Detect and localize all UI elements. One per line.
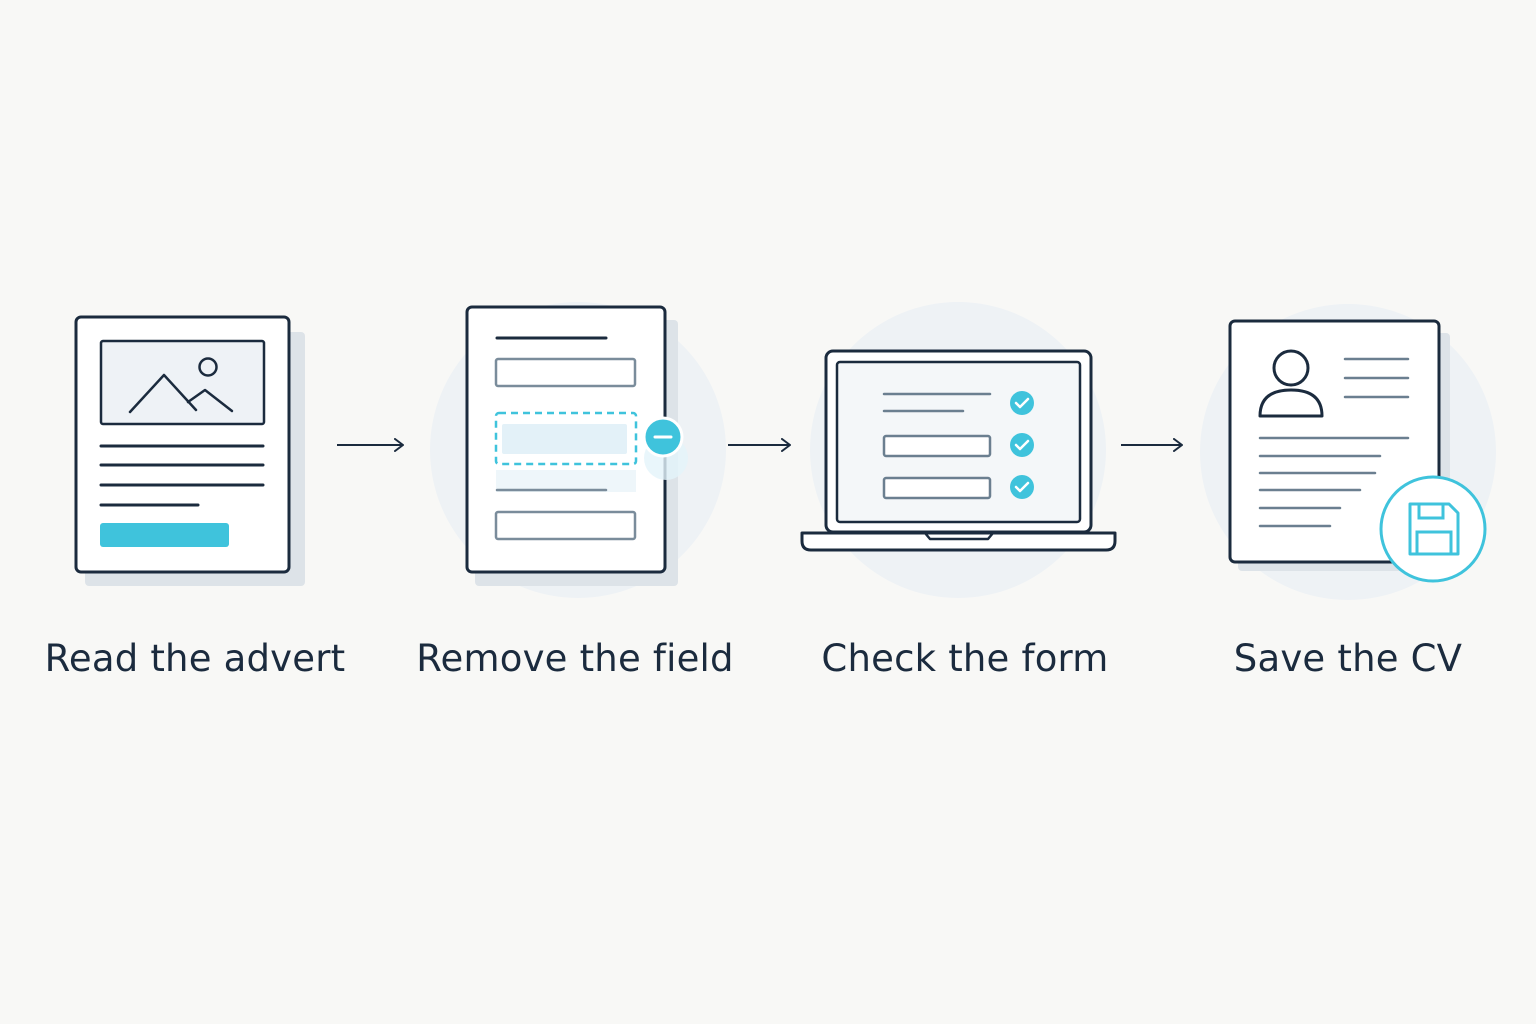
advert-page-icon xyxy=(74,315,305,586)
user-avatar-icon xyxy=(1258,349,1324,418)
checkmark-icon xyxy=(1010,475,1034,499)
checkmark-icon xyxy=(1010,391,1034,415)
form-remove-field-icon xyxy=(430,302,726,598)
cv-save-icon xyxy=(1200,304,1496,600)
image-placeholder-icon xyxy=(99,339,266,426)
floppy-disk-save-icon xyxy=(1379,475,1487,583)
checkmark-icon xyxy=(1010,433,1034,457)
step-label-read-advert: Read the advert xyxy=(44,637,346,680)
laptop-checklist-icon xyxy=(800,302,1117,598)
step-label-save-cv: Save the CV xyxy=(1233,637,1463,680)
step-label-check-form: Check the form xyxy=(821,637,1109,680)
step-label-remove-field: Remove the field xyxy=(416,637,734,680)
advert-cta-bar xyxy=(100,523,229,547)
minus-circle-icon xyxy=(642,416,688,480)
